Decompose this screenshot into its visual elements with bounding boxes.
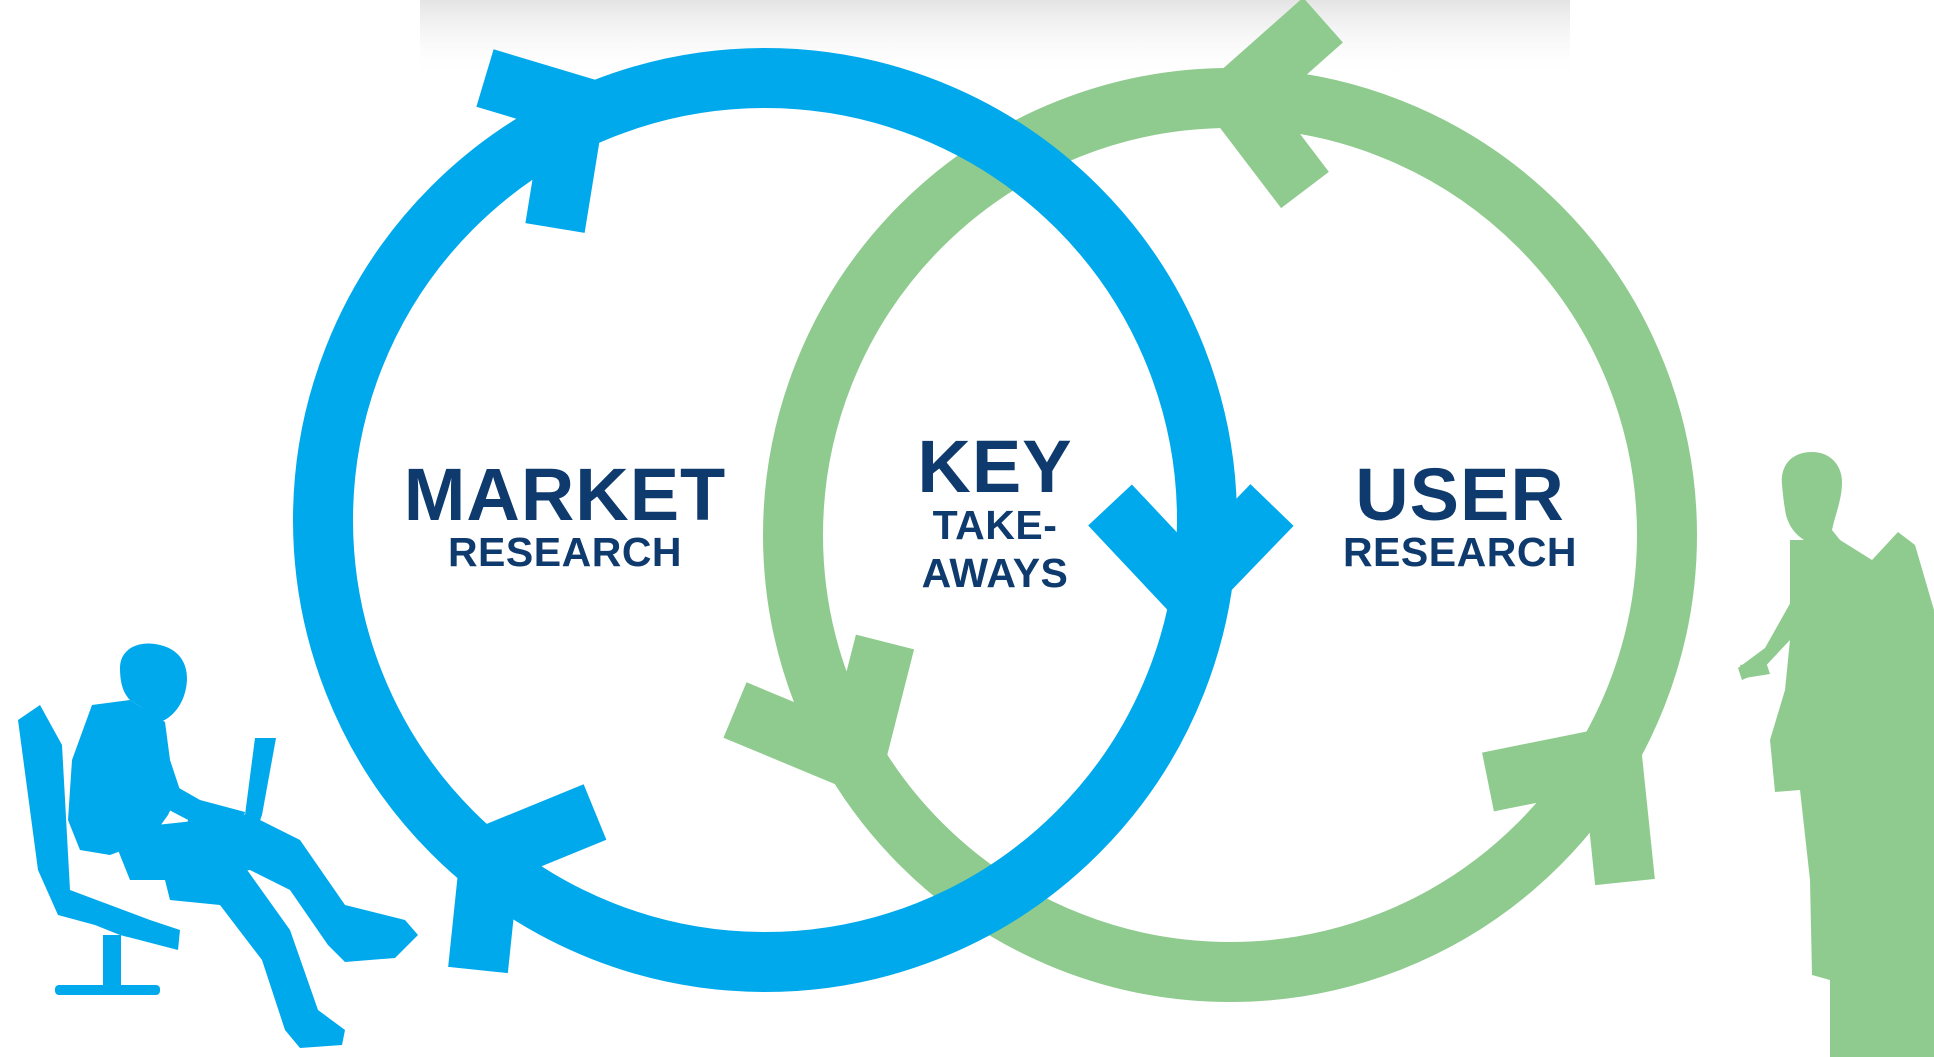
user-cycle-arrow-left [723,634,915,802]
user-research-cycle [723,0,1697,1002]
user-research-subtitle: RESEARCH [1342,529,1578,575]
market-research-cycle [293,48,1294,992]
top-shadow-band [420,0,1570,80]
person-sitting-with-laptop-icon [18,643,418,1048]
person-standing-with-phone-icon [1738,452,1934,1057]
market-cycle-ring [293,48,1237,992]
key-takeaways-title: KEY [917,425,1073,508]
market-cycle-arrow-bottom [448,784,607,974]
market-research-subtitle: RESEARCH [447,529,683,575]
key-takeaways-subtitle-line2: AWAYS [921,550,1069,596]
user-cycle-arrow-top [1194,0,1343,209]
market-research-title: MARKET [403,453,727,536]
market-cycle-arrow-top [476,49,609,233]
market-cycle-arrow-right [1088,484,1294,634]
key-takeaways-subtitle-line1: TAKE- [932,502,1058,548]
user-research-title: USER [1355,453,1565,536]
user-cycle-arrow-right [1482,721,1655,886]
